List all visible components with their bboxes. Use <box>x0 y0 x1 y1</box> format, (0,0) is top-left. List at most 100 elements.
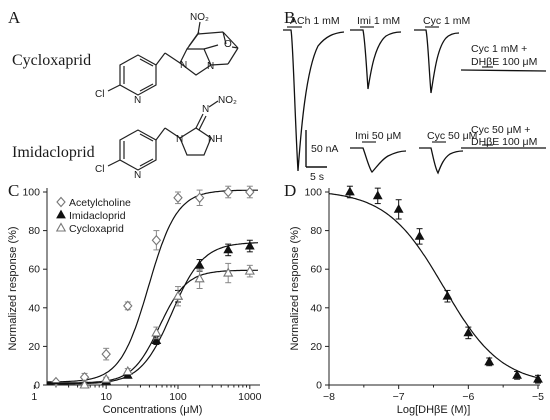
y-tick-label: 80 <box>310 225 322 237</box>
trace-label: Imi 1 mM <box>357 15 400 27</box>
scale-bar-current: 50 nA <box>311 143 338 155</box>
imidacloprid-atoms: N NO₂ N NH N Cl <box>95 95 237 181</box>
atom-label: N <box>134 170 141 181</box>
data-point <box>151 335 162 345</box>
trace-label: Cyc 1 mM <box>423 15 470 27</box>
data-point <box>372 190 383 200</box>
data-point <box>223 267 234 277</box>
atom-label: NO₂ <box>190 12 209 23</box>
panel-a-label: A <box>8 8 21 27</box>
y-tick-label: 0 <box>34 380 40 392</box>
fit-curve <box>328 193 539 379</box>
data-point <box>55 222 67 232</box>
data-point <box>123 300 133 312</box>
data-point <box>244 265 255 275</box>
trace-label: Cyc 50 μM + <box>471 124 530 136</box>
fit-curve <box>46 189 258 383</box>
data-point <box>484 356 495 366</box>
data-point <box>101 373 112 383</box>
panel-d-label: D <box>284 181 296 200</box>
data-point <box>151 234 162 246</box>
trace-label: DHβE 100 μM <box>471 56 537 68</box>
y-tick-label: 80 <box>28 225 40 237</box>
data-series <box>47 262 259 389</box>
cycloxaprid-atoms: NO₂ N N O N Cl <box>95 12 232 106</box>
trace-label: Cyc 50 μM <box>427 130 477 142</box>
atom-label: O <box>224 39 232 50</box>
y-tick-label: 100 <box>22 187 40 199</box>
trace-label: Imi 50 μM <box>355 130 401 142</box>
panel-c-label: C <box>8 181 19 200</box>
y-tick-label: 60 <box>310 264 322 276</box>
y-tick-label: 100 <box>304 187 322 199</box>
data-series <box>47 239 259 389</box>
x-tick-label: −8 <box>323 391 335 403</box>
current-traces <box>283 26 547 175</box>
data-point <box>56 196 66 208</box>
atom-label: Cl <box>95 164 104 175</box>
data-point <box>122 365 133 376</box>
data-point <box>244 240 255 250</box>
data-point <box>393 204 404 213</box>
legend-label: Acetylcholine <box>69 197 131 209</box>
data-series <box>328 185 543 384</box>
data-point <box>56 209 66 219</box>
trace-label: ACh 1 mM <box>290 15 340 27</box>
fit-curve <box>47 269 259 384</box>
atom-label: N <box>134 95 141 106</box>
legend-label: Cycloxaprid <box>69 223 124 235</box>
atom-label: Cl <box>95 89 104 100</box>
y-tick-label: 0 <box>316 380 322 392</box>
atom-label: NO₂ <box>218 95 237 106</box>
y-tick-label: 60 <box>28 264 40 276</box>
data-point <box>194 260 205 269</box>
data-point <box>101 348 111 360</box>
x-tick-label: 1 <box>31 391 37 403</box>
x-tick-label: 100 <box>169 391 187 403</box>
data-point <box>345 186 355 196</box>
data-point <box>223 244 234 254</box>
data-point <box>512 370 522 379</box>
y-tick-label: 20 <box>28 341 40 353</box>
imidacloprid-structure <box>107 100 219 171</box>
atom-label: NH <box>208 134 222 145</box>
x-tick-label: −6 <box>462 391 474 403</box>
legend-label: Imidacloprid <box>69 210 126 222</box>
data-point <box>194 273 205 283</box>
trace-labels: ACh 1 mM Imi 1 mM Cyc 1 mM Cyc 1 mM + DH… <box>290 15 537 183</box>
data-point <box>245 186 255 198</box>
x-tick-label: 10 <box>100 391 112 403</box>
trace-label: DHβE 100 μM <box>471 136 537 148</box>
x-axis-label: Log[DHβE (M)] <box>397 404 471 416</box>
data-point <box>79 379 90 389</box>
data-series <box>46 185 258 388</box>
y-axis-label: Normalized response (%) <box>289 226 301 350</box>
x-tick-label: 1000 <box>238 391 262 403</box>
y-tick-label: 40 <box>28 302 40 314</box>
cycloxaprid-name: Cycloxaprid <box>12 52 91 69</box>
data-point <box>223 186 233 198</box>
x-tick-label: −5 <box>532 391 544 403</box>
data-point <box>173 192 183 204</box>
data-point <box>533 373 543 383</box>
y-tick-label: 40 <box>310 302 322 314</box>
data-point <box>414 231 425 240</box>
atom-label: N <box>180 60 187 71</box>
data-point <box>442 290 453 300</box>
data-point <box>172 290 184 300</box>
atom-label: N <box>202 104 209 115</box>
y-tick-label: 20 <box>310 341 322 353</box>
cycloxaprid-structure <box>107 21 239 96</box>
imidacloprid-name: Imidacloprid <box>12 144 95 161</box>
data-point <box>463 327 474 337</box>
y-axis-label: Normalized response (%) <box>7 226 19 350</box>
trace-label: Cyc 1 mM + <box>471 43 527 55</box>
panel-b-label: B <box>284 8 295 27</box>
x-axis-label: Concentrations (μM) <box>103 404 203 416</box>
atom-label: N <box>176 134 183 145</box>
data-point <box>151 327 162 337</box>
x-tick-label: −7 <box>393 391 405 403</box>
